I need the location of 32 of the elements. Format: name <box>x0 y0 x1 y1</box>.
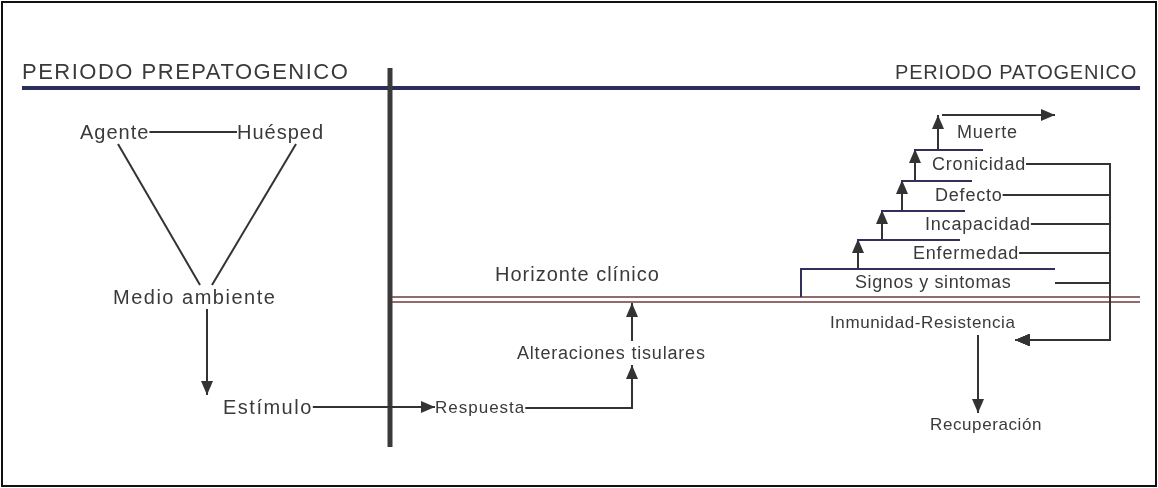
arrow <box>896 179 908 211</box>
stage-label: Signos y sintomas <box>800 268 1055 297</box>
stage-label: Estímulo <box>203 395 313 419</box>
stage-label: Defecto <box>902 180 1003 210</box>
arrow <box>201 308 213 396</box>
period-heading: PERIODO PATOGENICO <box>895 60 1138 84</box>
arrow <box>524 364 638 409</box>
arrow <box>311 401 436 413</box>
arrow <box>876 209 888 240</box>
factor-label: Agente <box>80 120 150 144</box>
arrow <box>626 302 638 342</box>
arrow <box>972 334 984 414</box>
stage-label: Recuperación <box>930 413 1043 437</box>
stage-label: Inmunidad-Resistencia <box>826 311 1016 335</box>
horizon-label: Horizonte clínico <box>495 262 660 286</box>
stage-label: Alteraciones tisulares <box>517 341 706 365</box>
factor-label: Medio ambiente <box>113 285 277 309</box>
stage-label: Incapacidad <box>882 210 1031 239</box>
stage-label: Enfermedad <box>858 239 1020 268</box>
period-heading: PERIODO PREPATOGENICO <box>22 60 350 84</box>
arrow <box>932 114 944 150</box>
factor-label: Huésped <box>237 120 325 144</box>
arrow <box>941 109 1056 121</box>
stage-label: Muerte <box>938 115 1018 149</box>
arrow <box>909 148 921 181</box>
stage-label: Respuesta <box>435 396 526 420</box>
connector-line <box>148 131 238 133</box>
stage-label: Cronicidad <box>915 149 1027 180</box>
arrow <box>852 238 864 269</box>
connector-line <box>117 143 201 286</box>
arrow <box>1014 282 1111 346</box>
connector-line <box>211 143 297 286</box>
